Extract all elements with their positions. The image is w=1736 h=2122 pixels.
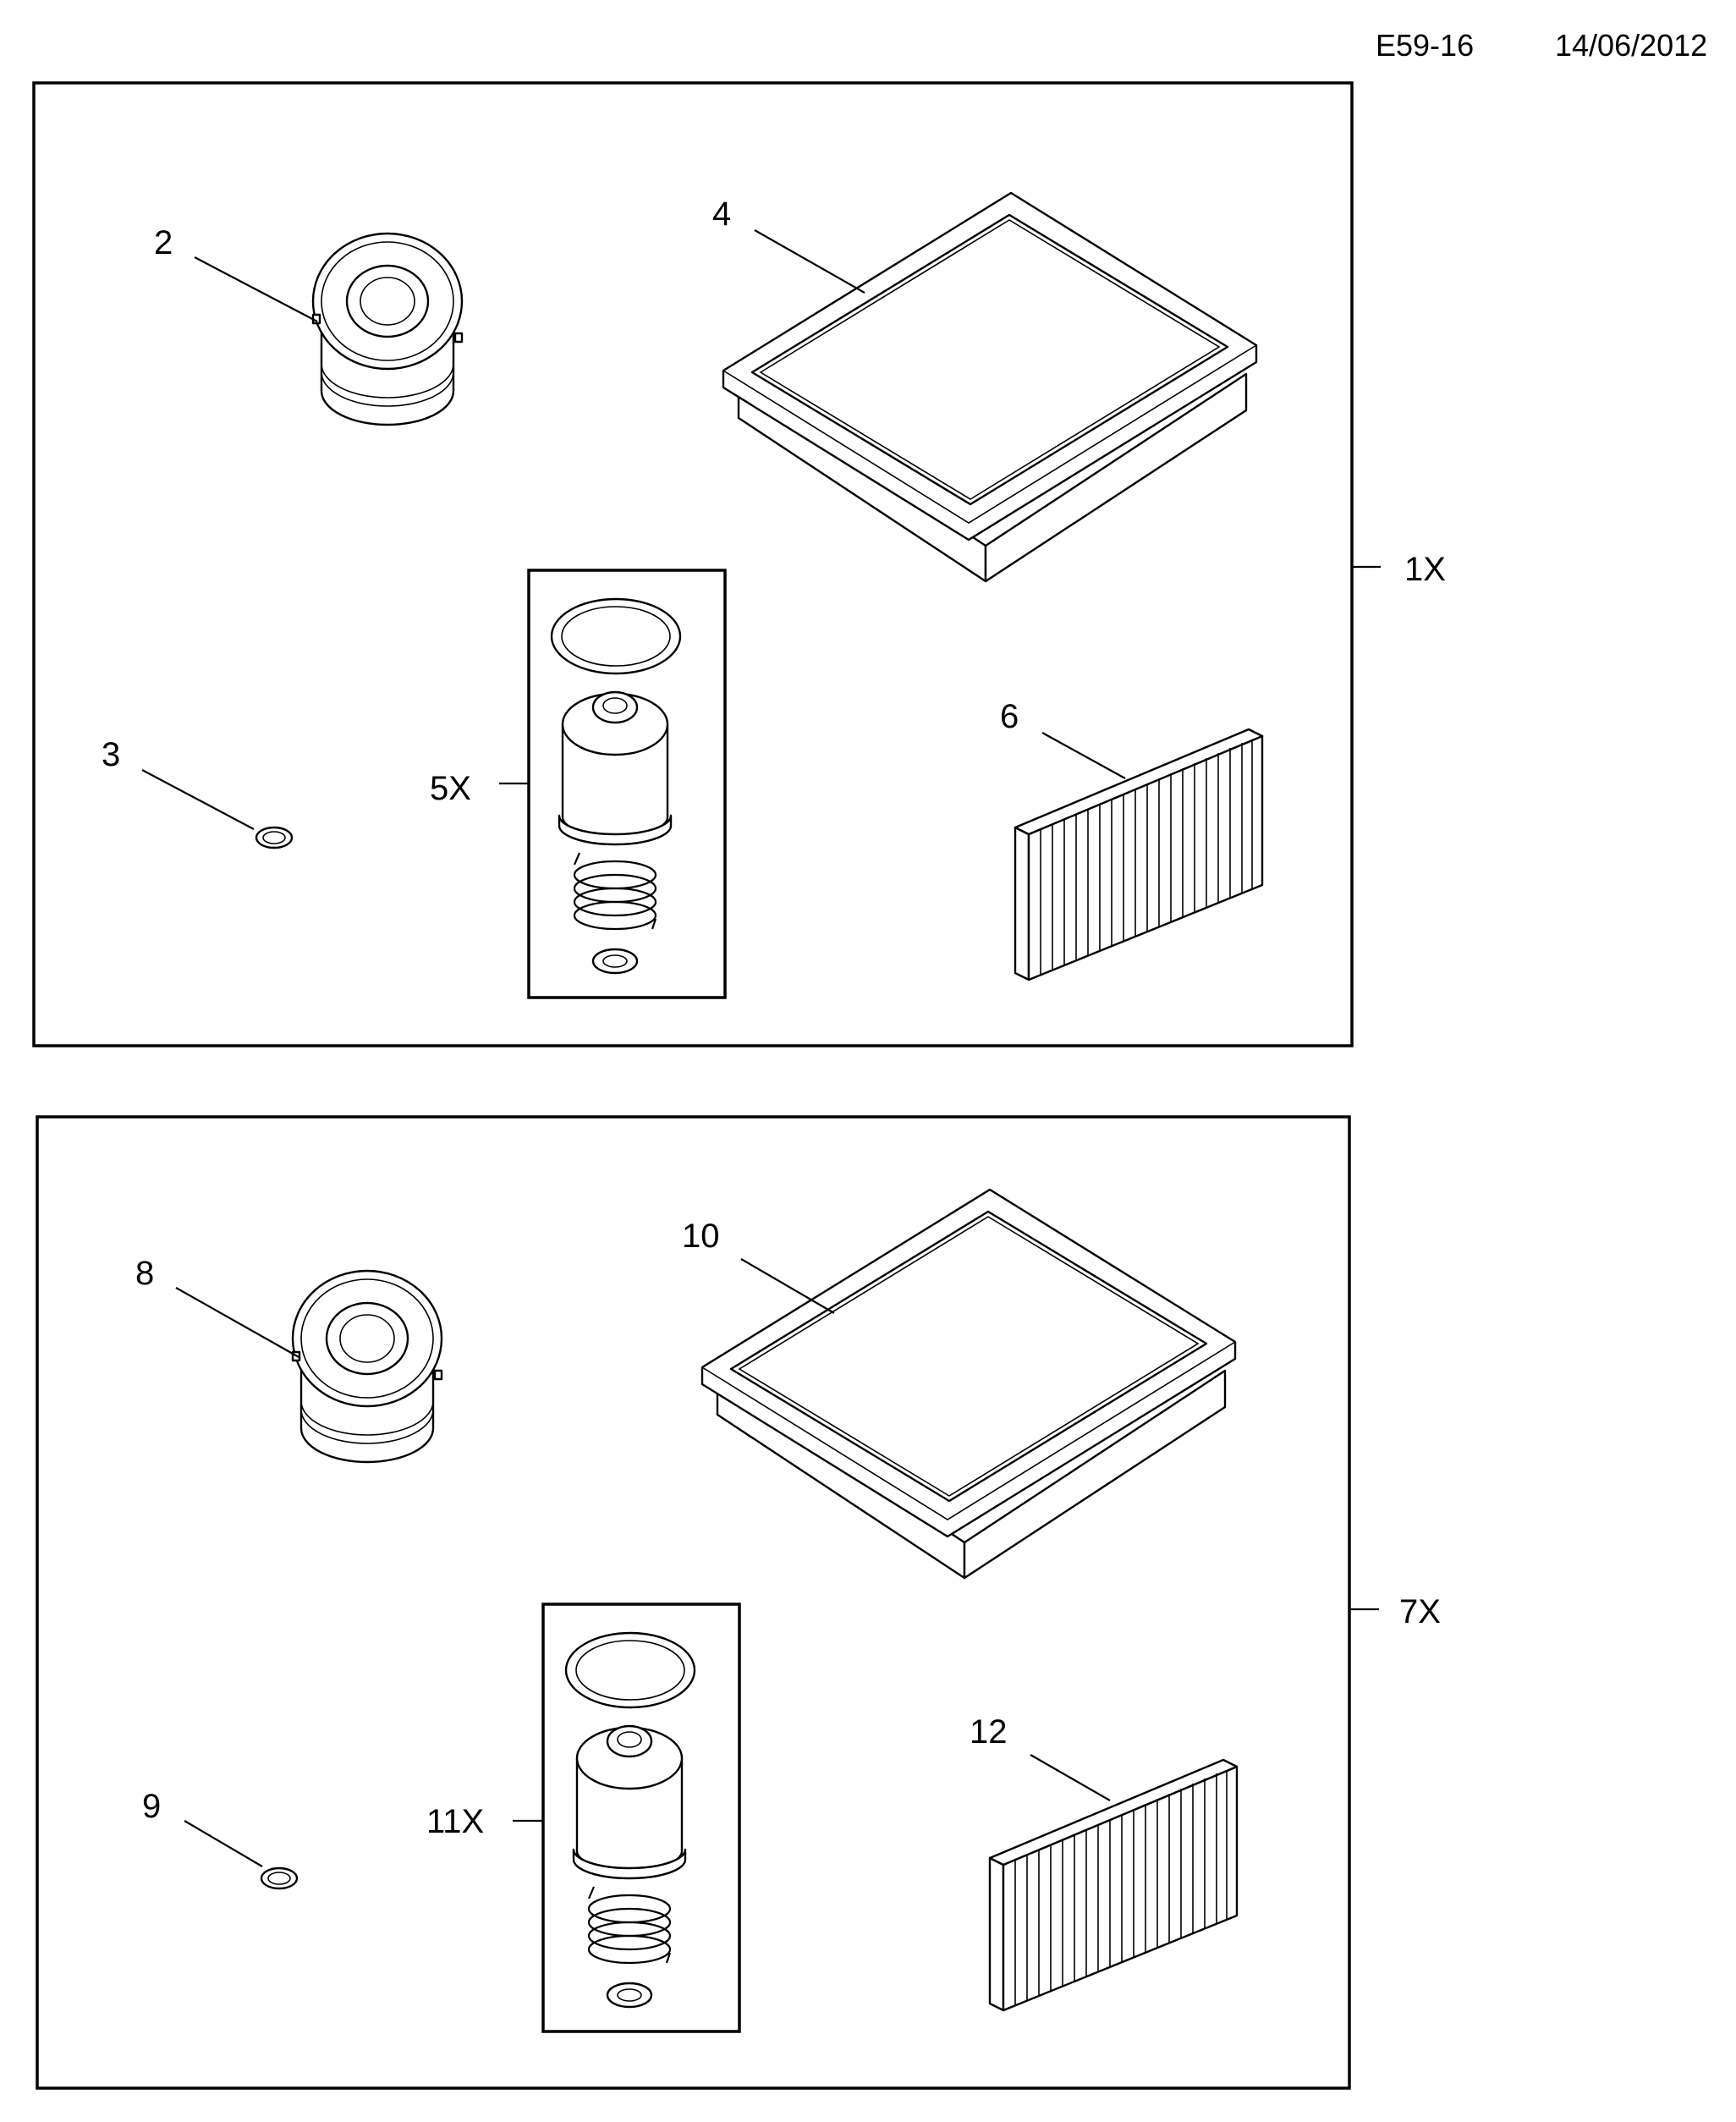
part-label: 6 bbox=[1000, 698, 1019, 735]
part-label: 8 bbox=[135, 1255, 154, 1292]
kit-frame-2 bbox=[36, 1115, 1351, 2090]
oil-filter bbox=[291, 1269, 443, 1464]
air-filter bbox=[722, 191, 1258, 583]
fuel-filter-kit bbox=[527, 569, 727, 999]
part-label: 2 bbox=[154, 224, 173, 261]
part-label: 12 bbox=[970, 1713, 1008, 1751]
part-label: 10 bbox=[682, 1218, 720, 1255]
seal-ring bbox=[260, 1866, 299, 1890]
part-label: 3 bbox=[102, 736, 120, 773]
pollen-filter bbox=[1014, 728, 1264, 981]
drawing-date: 14/06/2012 bbox=[1555, 28, 1707, 63]
kit-group-1: 1X 2 3 4 5X 6 bbox=[32, 81, 1446, 1047]
part-label: 11X bbox=[426, 1803, 484, 1840]
kit-frame-1 bbox=[32, 81, 1354, 1047]
seal-ring bbox=[255, 826, 294, 849]
part-label: 9 bbox=[142, 1788, 161, 1825]
oil-filter bbox=[311, 232, 464, 426]
part-label: 4 bbox=[712, 195, 731, 233]
part-label: 5X bbox=[430, 770, 471, 807]
air-filter bbox=[700, 1188, 1237, 1580]
pollen-filter bbox=[988, 1758, 1239, 2012]
fuel-filter-kit bbox=[541, 1602, 741, 2033]
kit-group-2: 7X 8 9 10 11X 12 bbox=[36, 1115, 1441, 2090]
kit-label: 1X bbox=[1404, 551, 1446, 588]
drawing-ref: E59-16 bbox=[1376, 28, 1474, 63]
kit-label: 7X bbox=[1399, 1593, 1441, 1630]
